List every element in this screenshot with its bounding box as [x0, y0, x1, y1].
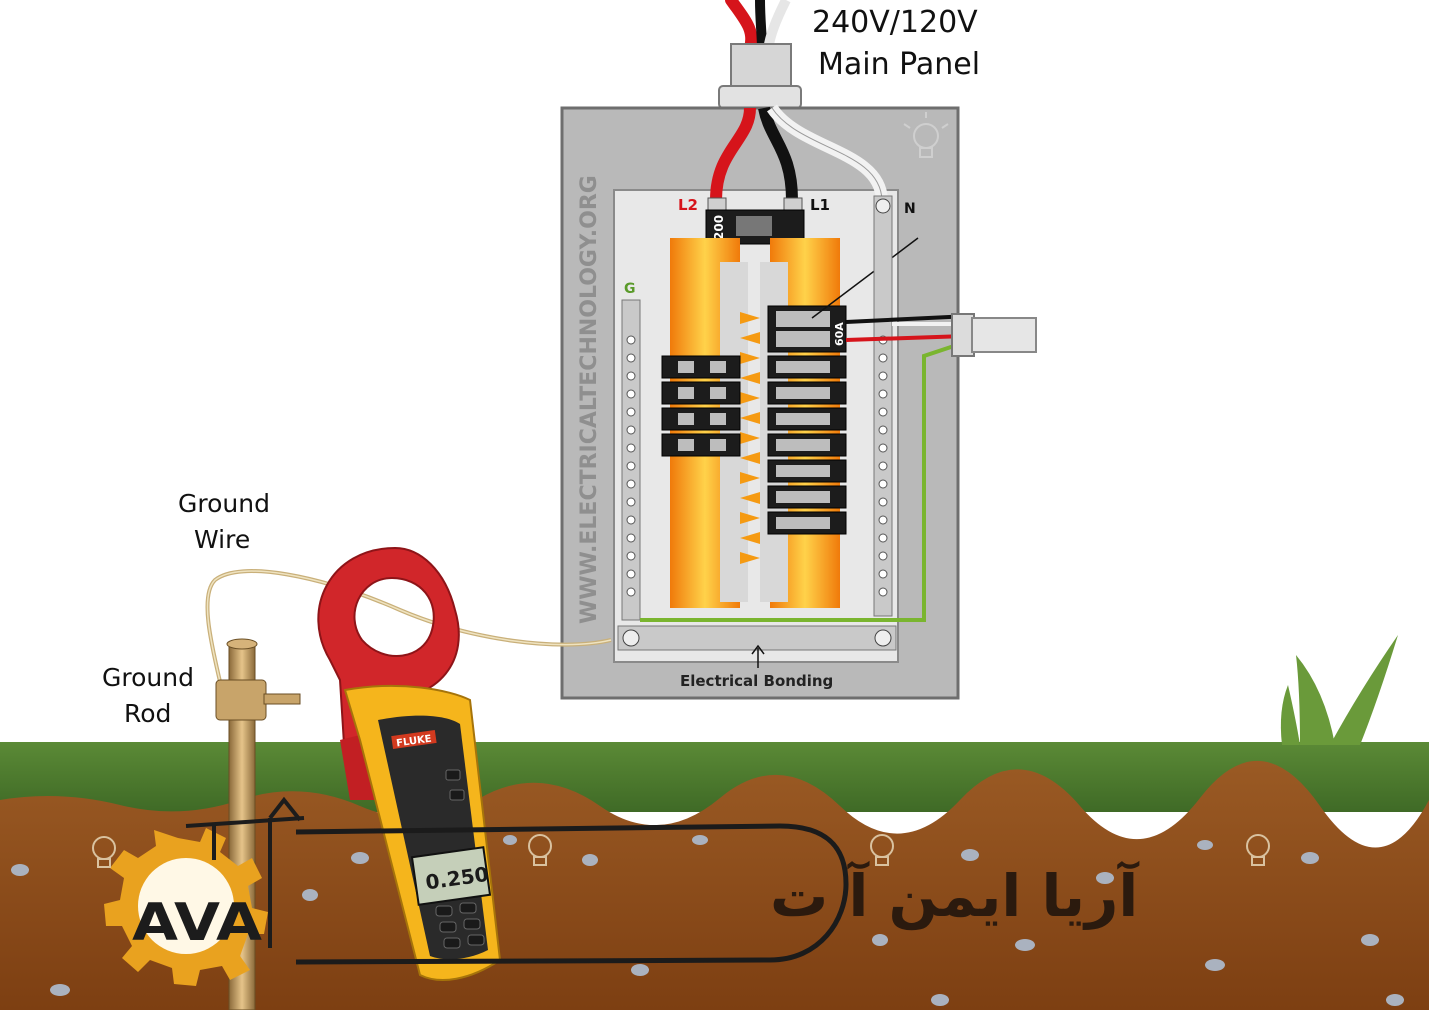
branch-breaker-rating: 60A [833, 322, 846, 346]
branch-conduit [951, 313, 1037, 357]
meter-brand: FLUKE [396, 734, 433, 750]
meter-brand-badge [391, 730, 437, 750]
gear-icon [104, 828, 268, 986]
company-logo: AVA آریا ایمن آ ت [92, 796, 1270, 986]
incoming-cables [725, 0, 791, 54]
ground-rod-label-line1: Ground [102, 663, 194, 692]
grass-tuft [1280, 635, 1398, 745]
ground-wire-label-line2: Wire [194, 525, 250, 554]
ground-conductor-green [640, 342, 961, 622]
ground-bar [621, 299, 641, 621]
main-breaker-rating: 200 [712, 215, 726, 240]
panel-watermark: WWW.ELECTRICALTECHNOLOGY.ORG [577, 175, 602, 624]
logo-monogram: AVA [132, 893, 262, 953]
panel-inner-frame [613, 189, 899, 663]
bonding-label: Electrical Bonding [680, 672, 833, 690]
bonding-bar [617, 625, 897, 668]
main-panel: WWW.ELECTRICALTECHNOLOGY.ORG L2 L1 N G 2… [560, 104, 971, 700]
ground-wire-label-line1: Ground [178, 489, 270, 518]
branch-wire-red [845, 334, 967, 342]
lightbulb-watermark-icons [92, 834, 1270, 868]
panel-title-line2: Main Panel [818, 47, 980, 82]
label-l2: L2 [678, 196, 698, 214]
logo-text: آریا ایمن آ ت [770, 860, 1140, 931]
soil-pebbles [11, 835, 1404, 1006]
label-g: G [624, 281, 636, 297]
neutral-bar [873, 195, 893, 617]
clamp-meter: FLUKE 0.250 [317, 546, 502, 981]
label-l1: L1 [810, 196, 830, 214]
service-conduit [718, 43, 802, 109]
logo-banner [295, 823, 849, 965]
branch-wire-black [845, 314, 971, 324]
label-n: N [904, 201, 916, 217]
ground-strip [0, 635, 1429, 1010]
lightbulb-watermark-icon [903, 112, 949, 158]
meter-buttons [435, 769, 485, 949]
panel-title-line1: 240V/120V [812, 5, 978, 40]
breaker-pointer-line [811, 237, 919, 319]
meter-display [410, 846, 492, 906]
soil-layer [0, 760, 1429, 1010]
ground-rod-label-line2: Rod [124, 699, 171, 728]
crane-icon [185, 796, 305, 948]
